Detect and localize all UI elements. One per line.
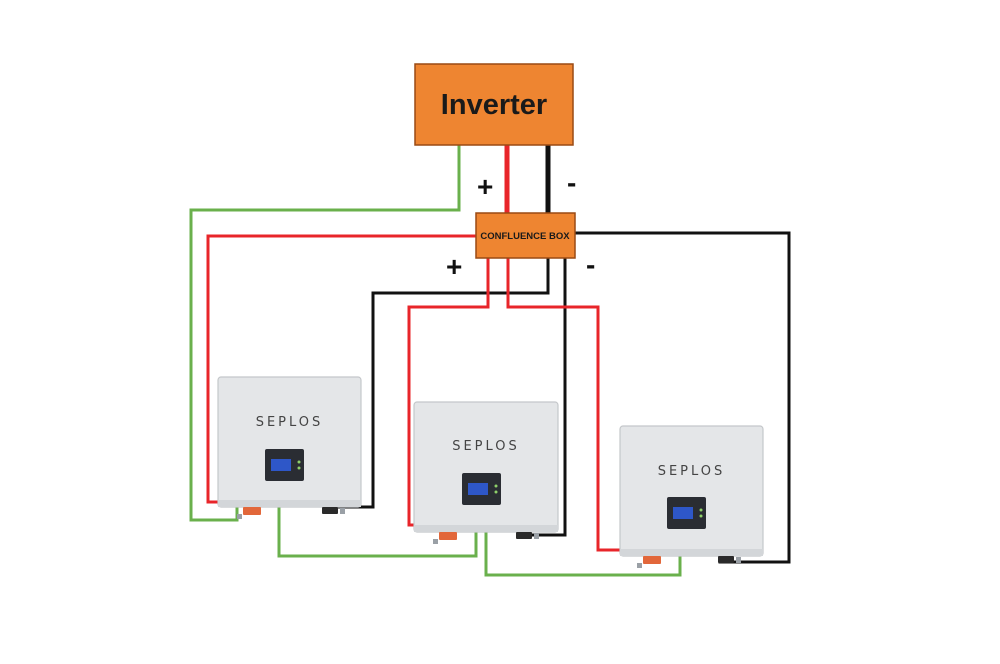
confluence-box-label: CONFLUENCE BOX — [480, 231, 570, 242]
box-positive-sign: + — [446, 251, 462, 282]
battery-3-status-led — [699, 508, 703, 512]
battery-2-negative-wire — [516, 256, 567, 537]
battery-1-positive-terminal — [243, 507, 261, 515]
battery-module-1: SEPLOS — [217, 376, 362, 519]
battery-3-brand: SEPLOS — [658, 464, 726, 479]
wires — [189, 142, 791, 577]
confluence-box: CONFLUENCE BOX — [475, 212, 576, 259]
inverter-positive-sign: + — [477, 171, 493, 202]
battery-1-negative-terminal — [322, 507, 338, 514]
box-negative-sign: - — [586, 249, 595, 280]
battery-3-negative-wire — [573, 231, 791, 564]
comm-wire-battery-2-to-battery-3 — [484, 530, 682, 577]
battery-1-status-led — [297, 460, 301, 464]
comm-wire-battery-1-to-battery-2 — [277, 505, 478, 558]
battery-module-3: SEPLOS — [619, 425, 764, 568]
battery-2-negative-terminal — [516, 532, 532, 539]
inverter-negative-sign: - — [567, 167, 576, 198]
battery-2-positive-terminal — [439, 532, 457, 540]
battery-1-brand: SEPLOS — [256, 415, 324, 430]
battery-3-negative-terminal — [718, 556, 734, 563]
battery-1-display — [271, 459, 291, 471]
battery-3-positive-wire — [506, 256, 637, 552]
battery-1-negative-wire — [336, 256, 550, 509]
battery-2-brand: SEPLOS — [452, 439, 520, 454]
inverter-label: Inverter — [441, 89, 547, 121]
battery-2-display — [468, 483, 488, 495]
battery-2-status-led — [494, 484, 498, 488]
battery-3-display — [673, 507, 693, 519]
battery-module-2: SEPLOS — [413, 401, 559, 544]
inverter: Inverter — [414, 63, 574, 146]
battery-3-positive-terminal — [643, 556, 661, 564]
